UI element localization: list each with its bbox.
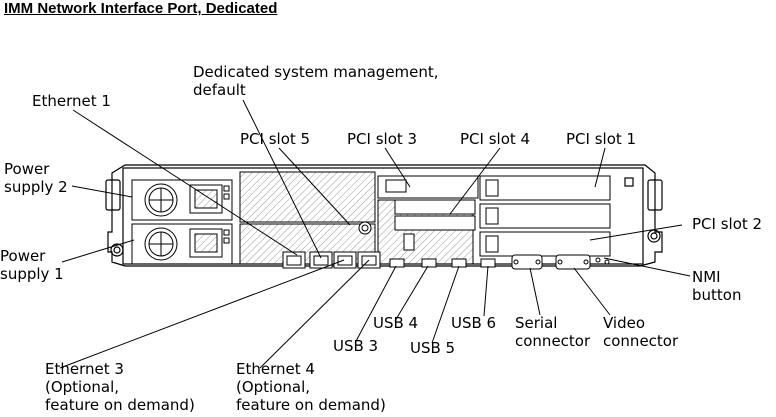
label-usb-5: USB 5 — [410, 339, 456, 357]
callout-lines — [59, 99, 691, 369]
label-ethernet-3-line2: (Optional, — [45, 378, 120, 396]
label-video-line1: Video — [603, 314, 646, 332]
label-pci-slot-3: PCI slot 3 — [347, 130, 418, 148]
label-pci-slot-4: PCI slot 4 — [460, 130, 531, 148]
label-dedicated-line1: Dedicated system management, — [193, 63, 439, 81]
label-power-supply-2-line1: Power — [4, 160, 50, 178]
label-pci-slot-5: PCI slot 5 — [240, 130, 311, 148]
label-ethernet-3-line3: feature on demand) — [45, 396, 195, 414]
label-nmi-line2: button — [692, 286, 742, 304]
diagram-title: IMM Network Interface Port, Dedicated — [4, 0, 278, 17]
label-ethernet-4-line1: Ethernet 4 — [236, 360, 315, 378]
label-power-supply-2-line2: supply 2 — [4, 178, 68, 196]
label-power-supply-1-line2: supply 1 — [0, 265, 64, 283]
label-ethernet-4-line3: feature on demand) — [236, 396, 386, 414]
pci-slots — [377, 175, 611, 257]
label-ethernet-4-line2: (Optional, — [236, 378, 311, 396]
label-serial-line2: connector — [515, 332, 591, 350]
label-ethernet-3-line1: Ethernet 3 — [45, 360, 124, 378]
label-nmi-line1: NMI — [692, 268, 721, 286]
label-serial-line1: Serial — [515, 314, 558, 332]
label-ethernet-4: Ethernet 4 (Optional, feature on demand) — [236, 360, 386, 414]
label-usb-4: USB 4 — [373, 314, 419, 332]
power-supply-1 — [131, 223, 233, 265]
label-video-connector: Video connector — [603, 314, 678, 350]
label-pci-slot-1: PCI slot 1 — [566, 130, 637, 148]
label-dedicated-system-management: Dedicated system management, default — [193, 63, 439, 99]
label-power-supply-1-line1: Power — [0, 247, 46, 265]
power-supply-2 — [131, 179, 233, 221]
label-serial-connector: Serial connector — [515, 314, 590, 350]
label-usb-3: USB 3 — [333, 337, 379, 355]
label-power-supply-1: Power supply 1 — [0, 247, 64, 283]
label-video-line2: connector — [603, 332, 679, 350]
label-power-supply-2: Power supply 2 — [4, 160, 68, 196]
label-ethernet-3: Ethernet 3 (Optional, feature on demand) — [45, 360, 195, 414]
serial-video-connectors — [511, 254, 610, 270]
label-ethernet-1: Ethernet 1 — [32, 92, 111, 110]
label-dedicated-line2: default — [193, 81, 246, 99]
label-usb-6: USB 6 — [451, 314, 497, 332]
label-pci-slot-2: PCI slot 2 — [692, 215, 763, 233]
ethernet-ports — [282, 251, 381, 269]
label-nmi-button: NMI button — [692, 268, 741, 304]
